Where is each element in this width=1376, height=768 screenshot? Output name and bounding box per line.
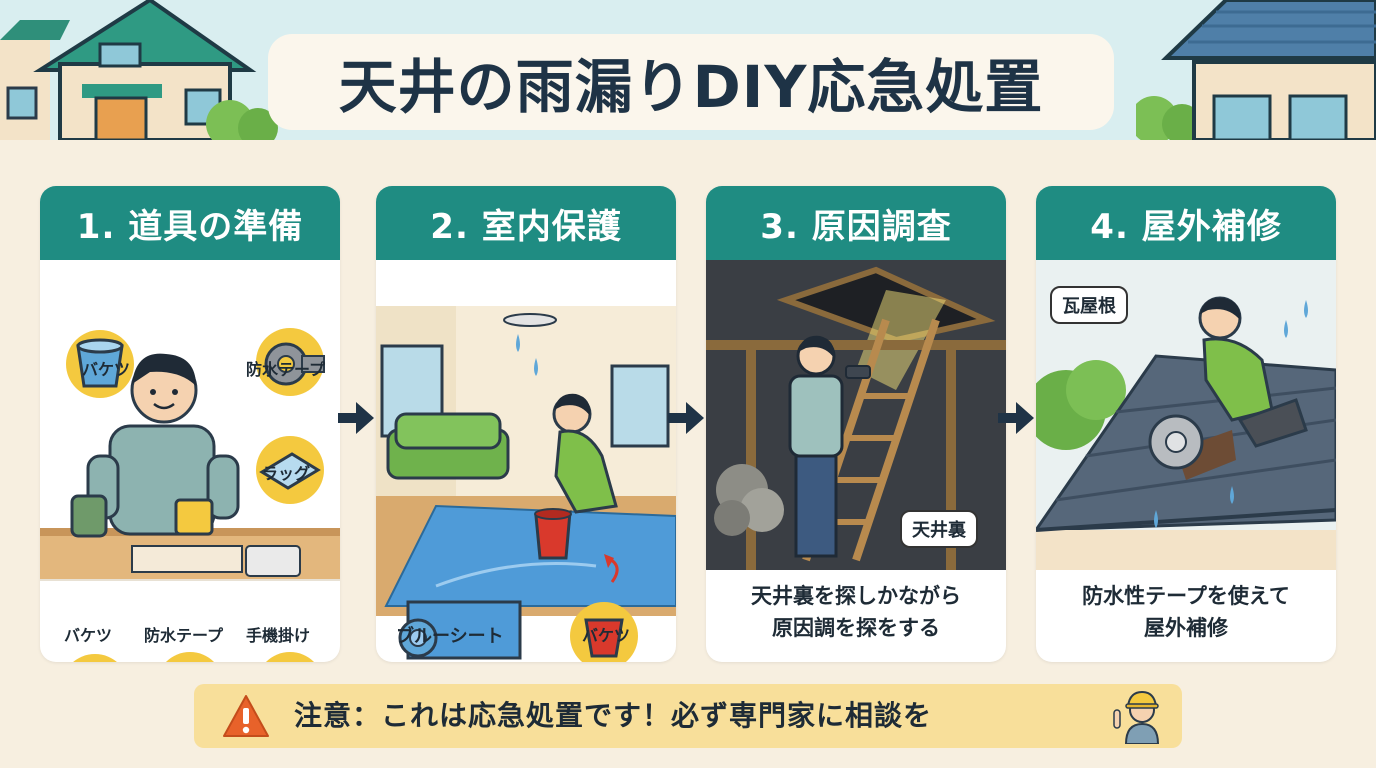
- worker-icon: [1113, 690, 1160, 744]
- step-card-3-header: 3. 原因調査: [706, 186, 1006, 260]
- step-card-2-body: ブルーシート バケツ: [376, 260, 676, 662]
- step-card-4-title: 4. 屋外補修: [1090, 206, 1282, 247]
- step-card-2-header: 2. 室内保護: [376, 186, 676, 260]
- tools-scene: [40, 328, 340, 662]
- step-card-2: 2. 室内保護: [376, 186, 676, 662]
- step-card-4: 4. 屋外補修 瓦屋根 防水性テープを使えて: [1036, 186, 1336, 662]
- step-card-3-caption-line2: 原因調を探をする: [772, 616, 940, 640]
- step-card-3-caption-line1: 天井裏を探しかながら: [751, 584, 961, 608]
- page-title: 天井の雨漏りDIY応急処置: [338, 53, 1044, 121]
- item-label-bucket-2: バケツ: [64, 626, 113, 645]
- house-illustration-left: [0, 0, 278, 140]
- attic-tag: 天井裏: [900, 510, 978, 548]
- item-label-rag: ラッグ: [262, 464, 311, 483]
- attic-investigation-scene: [706, 260, 1006, 570]
- house-illustration-right: [1136, 0, 1376, 140]
- item-label-flashlight: 手機掛け: [246, 626, 311, 645]
- room-protection-scene: [376, 306, 676, 662]
- item-label-bucket-3: バケツ: [582, 626, 631, 645]
- item-label-blue-sheet: ブルーシート: [396, 626, 504, 647]
- step-card-1: 1. 道具の準備: [40, 186, 340, 662]
- title-plate: 天井の雨漏りDIY応急処置: [268, 34, 1114, 130]
- arrow-right-icon: [338, 402, 374, 434]
- arrow-right-icon: [998, 402, 1034, 434]
- step-card-4-header: 4. 屋外補修: [1036, 186, 1336, 260]
- step-card-4-body: 瓦屋根 防水性テープを使えて 屋外補修: [1036, 260, 1336, 662]
- arrow-right-icon: [668, 402, 704, 434]
- step-card-1-body: バケツ 防水テープ ラッグ バケツ 防水テープ 手機掛け: [40, 260, 340, 662]
- item-label-tape-2: 防水テープ: [144, 626, 224, 645]
- tile-roof-tag: 瓦屋根: [1050, 286, 1128, 324]
- step-card-4-caption: 防水性テープを使えて 屋外補修: [1036, 580, 1336, 644]
- header-banner: 天井の雨漏りDIY応急処置: [0, 0, 1376, 140]
- warning-banner: 注意：これは応急処置です！必ず専門家に相談を: [194, 684, 1182, 748]
- step-card-1-title: 1. 道具の準備: [76, 206, 304, 247]
- item-label-bucket-1: バケツ: [82, 360, 131, 379]
- item-label-tape-1: 防水テープ: [246, 360, 326, 379]
- step-card-3-title: 3. 原因調査: [760, 206, 952, 247]
- step-card-3-caption: 天井裏を探しかながら 原因調を探をする: [706, 580, 1006, 644]
- step-card-2-title: 2. 室内保護: [430, 206, 622, 247]
- step-card-1-header: 1. 道具の準備: [40, 186, 340, 260]
- warning-triangle-icon: [223, 695, 269, 737]
- step-card-4-caption-line1: 防水性テープを使えて: [1082, 584, 1290, 608]
- warning-text: 注意：これは応急処置です！必ず専門家に相談を: [294, 699, 933, 732]
- step-card-4-caption-line2: 屋外補修: [1144, 616, 1228, 640]
- step-card-3: 3. 原因調査 天井裏 天井裏を探しかながら: [706, 186, 1006, 662]
- step-card-3-body: 天井裏 天井裏を探しかながら 原因調を探をする: [706, 260, 1006, 662]
